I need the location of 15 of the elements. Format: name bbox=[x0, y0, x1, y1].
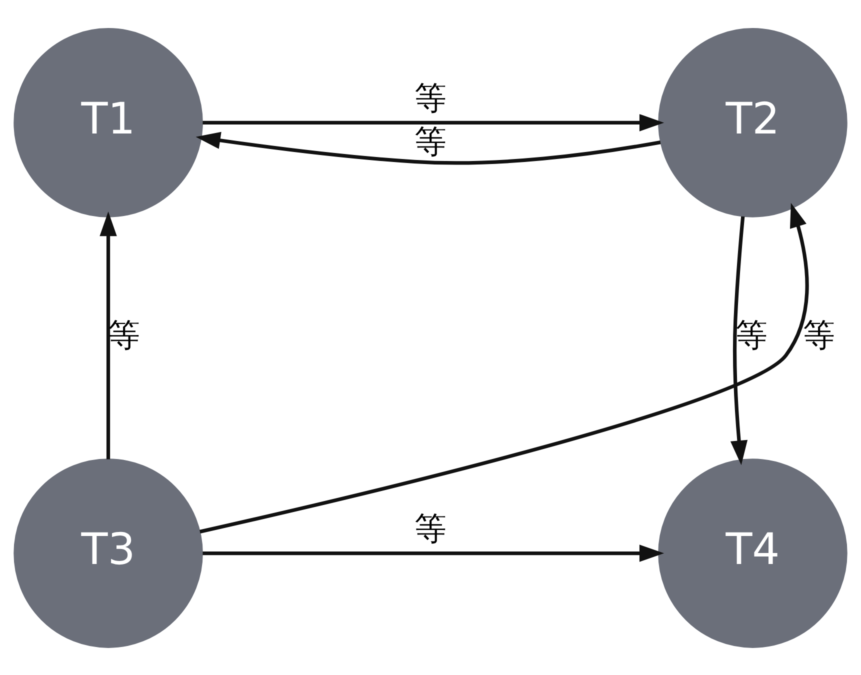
arrow bbox=[100, 211, 117, 459]
arrow bbox=[202, 114, 664, 131]
arrow bbox=[202, 544, 664, 562]
arrow bbox=[200, 202, 809, 533]
node-circle: T2 bbox=[658, 28, 848, 217]
node-circle: T1 bbox=[14, 28, 203, 217]
edge-label: 等 bbox=[414, 80, 446, 117]
edge-label: 等 bbox=[735, 318, 768, 354]
node-circle: T4 bbox=[658, 458, 848, 648]
edge-label: 等 bbox=[414, 511, 446, 548]
node-circle: T3 bbox=[14, 458, 203, 648]
edge-label: 等 bbox=[803, 318, 836, 354]
arrow bbox=[196, 131, 661, 164]
edge-label: 等 bbox=[414, 124, 446, 160]
arrow bbox=[730, 216, 748, 465]
